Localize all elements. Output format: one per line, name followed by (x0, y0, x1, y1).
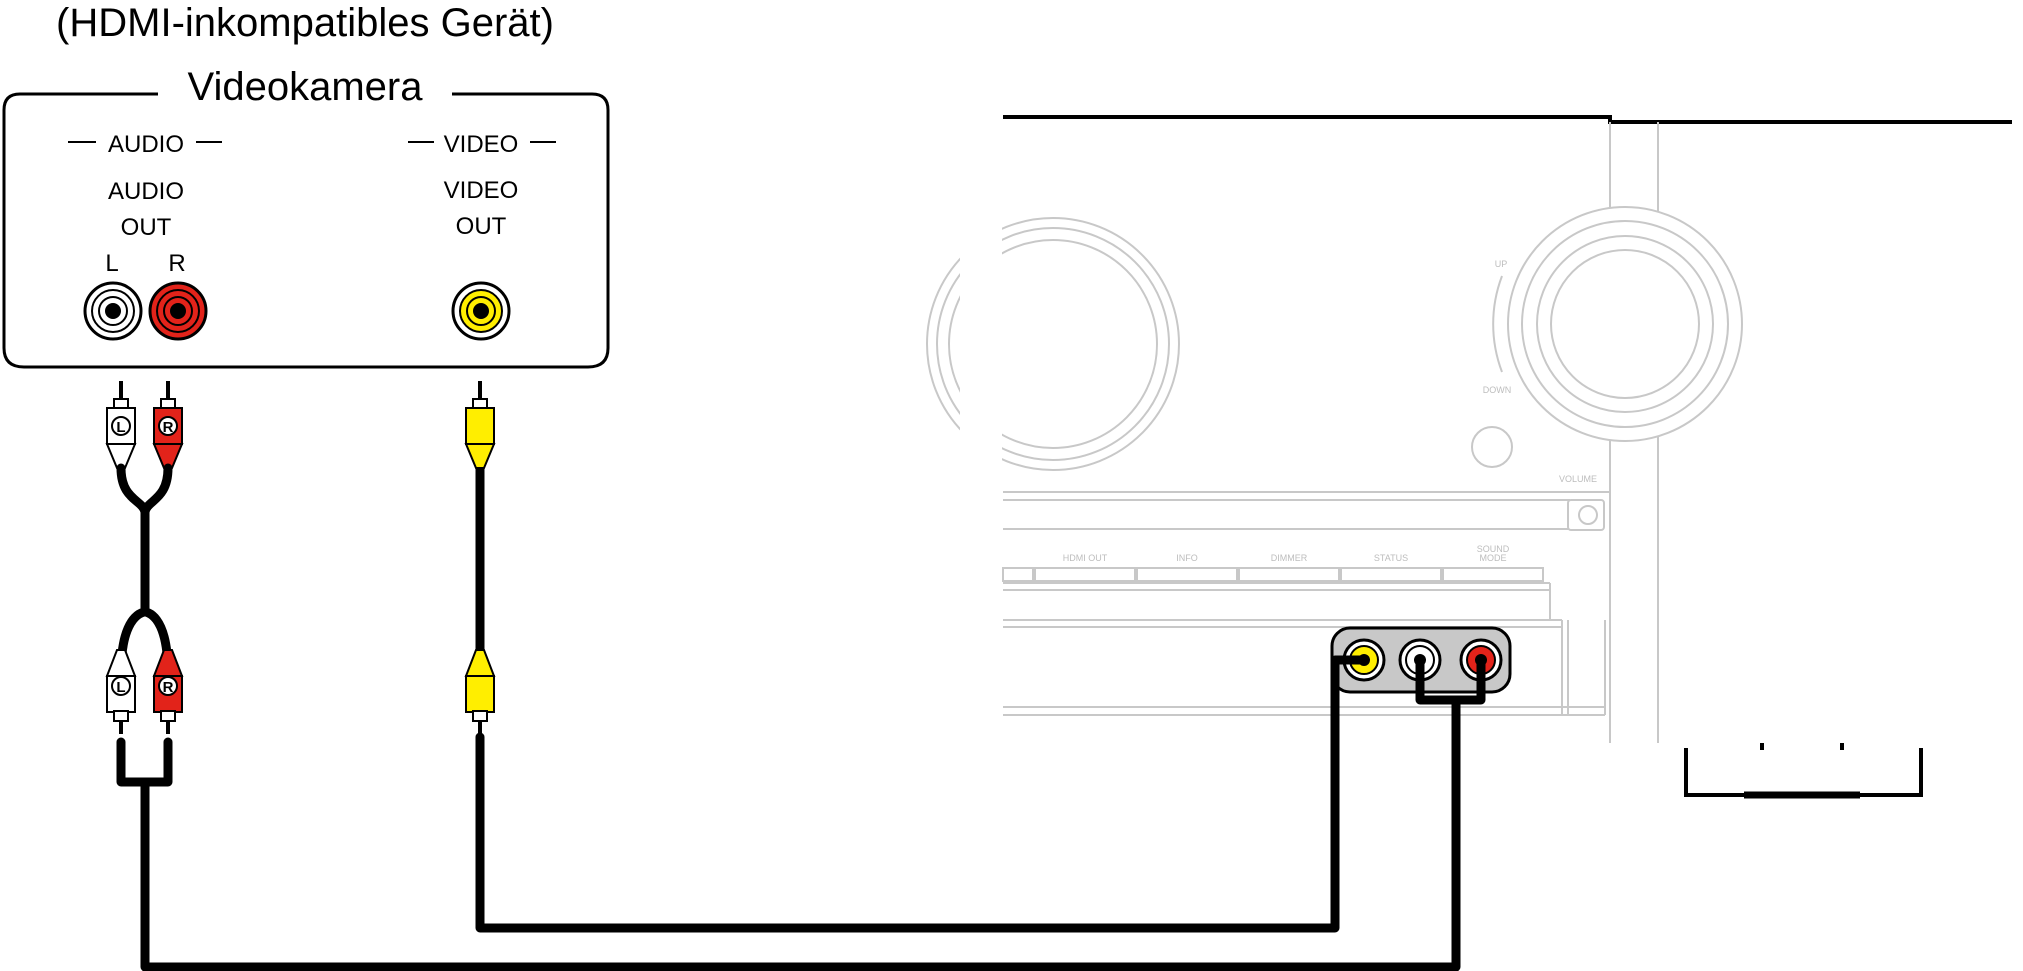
audio-cable: L R L R (105, 381, 184, 734)
standby-button[interactable] (1471, 426, 1513, 468)
receiver: UP DOWN VOLUME (926, 115, 2012, 799)
phones-button[interactable] (1567, 499, 1605, 531)
receiver-outline (1003, 115, 2012, 124)
svg-text:R: R (163, 679, 174, 696)
front-button-row (1002, 567, 1544, 582)
video-route (475, 655, 1369, 933)
svg-text:L: L (116, 679, 125, 696)
svg-text:R: R (163, 419, 174, 436)
camera-name: Videokamera (188, 65, 424, 109)
camera-note: (HDMI-inkompatibles Gerät) (56, 1, 554, 45)
right-channel-label: R (168, 250, 185, 277)
btn-status-label[interactable]: STATUS (1374, 553, 1408, 563)
btn-dimmer-label[interactable]: DIMMER (1271, 553, 1308, 563)
audio-left-jack (83, 281, 143, 341)
audio-group-label: AUDIO (108, 131, 184, 158)
video-jack (451, 281, 511, 341)
plug-letter-left-top: L (111, 416, 131, 436)
video-group-label: VIDEO (444, 131, 519, 158)
audio-stub (116, 737, 173, 787)
volume-down-label: DOWN (1483, 385, 1512, 395)
plug-letter-left-bottom: L (111, 676, 131, 696)
volume-arc (1492, 275, 1503, 373)
btn-info-label[interactable]: INFO (1176, 553, 1198, 563)
camera-panel (2, 92, 610, 369)
volume-knob[interactable] (1507, 206, 1743, 442)
receiver-foot (1684, 748, 1923, 797)
btn-sound-mode-label-1[interactable]: SOUND (1477, 544, 1510, 554)
video-plug-bottom (464, 649, 496, 734)
video-out-label-2: OUT (456, 213, 507, 240)
video-cable (464, 381, 496, 734)
plug-letter-right-bottom: R (158, 676, 178, 696)
audio-split (1415, 655, 1486, 705)
btn-hdmi-out-label[interactable]: HDMI OUT (1063, 553, 1108, 563)
video-out-label-1: VIDEO (444, 177, 519, 204)
btn-sound-mode-label-2[interactable]: MODE (1480, 553, 1507, 563)
panel-lines (1003, 491, 1610, 716)
left-channel-label: L (105, 250, 118, 277)
plug-letter-right-top: R (158, 416, 178, 436)
volume-up-label: UP (1495, 259, 1508, 269)
svg-text:L: L (116, 419, 125, 436)
audio-right-jack (148, 281, 208, 341)
cable-routes (116, 655, 1486, 971)
audio-route (140, 695, 1461, 971)
audio-out-label-2: OUT (121, 214, 172, 241)
audio-out-label-1: AUDIO (108, 178, 184, 205)
audio-cable-middle (116, 463, 173, 679)
video-plug-top (464, 381, 496, 469)
volume-label: VOLUME (1559, 474, 1597, 484)
input-knob (926, 217, 1180, 471)
camera-device: (HDMI-inkompatibles Gerät) Videokamera A… (2, 1, 610, 369)
